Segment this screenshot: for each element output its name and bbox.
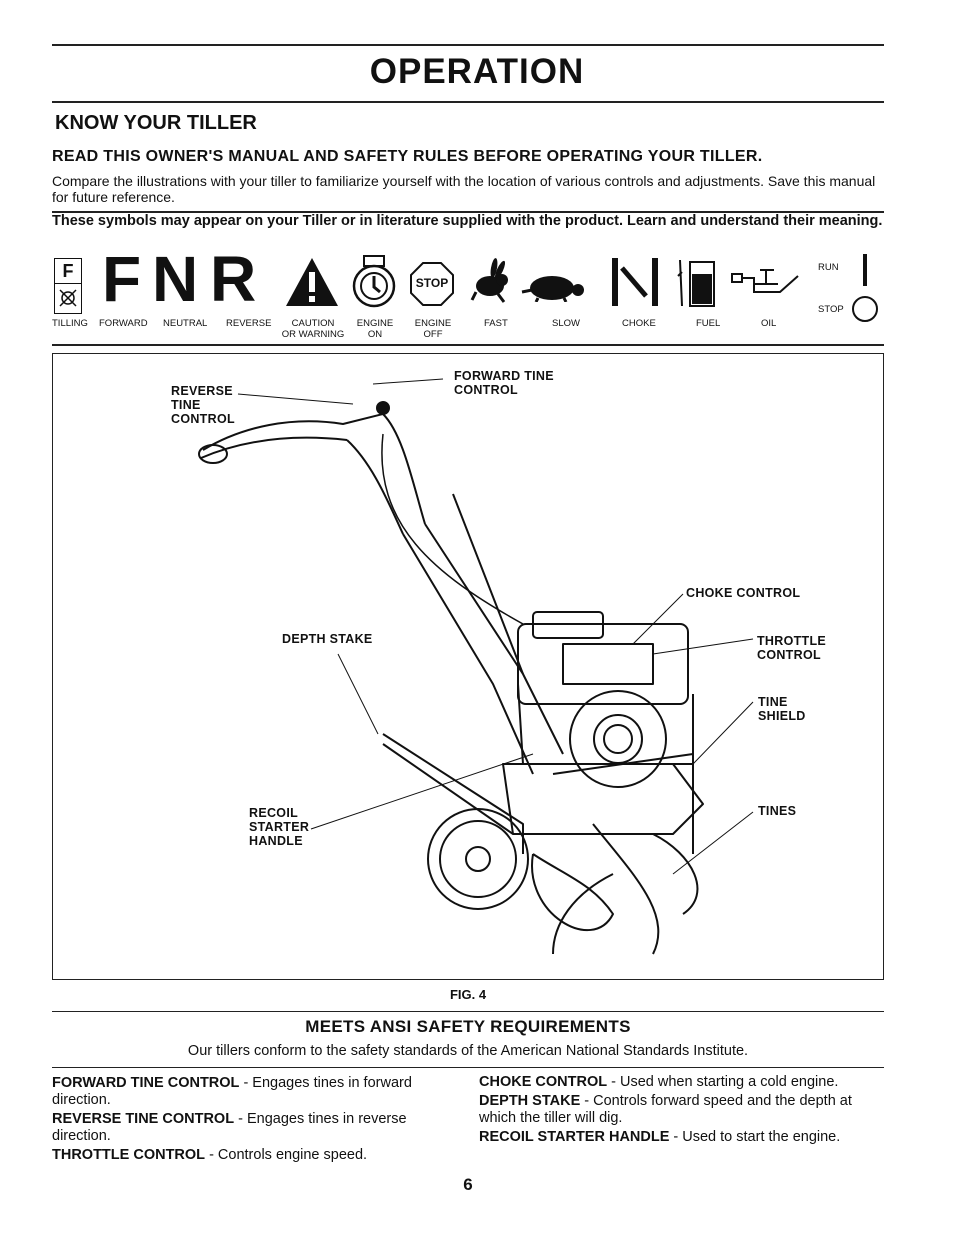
top-rule (52, 44, 884, 46)
callout-depth-stake: DEPTH STAKE (282, 632, 373, 646)
title-rule (52, 101, 884, 103)
callout-recoil-starter-handle: RECOIL STARTER HANDLE (249, 806, 310, 848)
page-title: OPERATION (369, 52, 585, 91)
desc-recoil-starter-handle: RECOIL STARTER HANDLE - Used to start th… (479, 1129, 841, 1145)
subheading: READ THIS OWNER'S MANUAL AND SAFETY RULE… (52, 148, 763, 165)
ansi-top-rule (52, 1011, 884, 1012)
callout-forward-tine-control: FORWARD TINE CONTROL (454, 369, 554, 397)
tiller-figure: REVERSE TINE CONTROL FORWARD TINE CONTRO… (52, 353, 884, 980)
ansi-heading: MEETS ANSI SAFETY REQUIREMENTS (305, 1017, 631, 1036)
forward-letter-icon: F (102, 243, 142, 315)
turtle-slow-icon (521, 276, 584, 302)
desc-depth-stake: DEPTH STAKE - Controls forward speed and… (479, 1093, 852, 1126)
caution-icon (286, 258, 338, 306)
label-fuel: FUEL (696, 318, 721, 329)
oil-can-icon (731, 269, 799, 293)
label-slow: SLOW (552, 318, 580, 329)
desc-reverse-tine-control: REVERSE TINE CONTROL - Engages tines in … (52, 1111, 407, 1144)
engine-on-icon (352, 255, 396, 308)
desc-column-right: CHOKE CONTROL - Used when starting a col… (479, 1074, 887, 1146)
label-engine-on: ENGINE ON (356, 318, 394, 340)
tilling-letter: F (55, 259, 81, 284)
desc-column-left: FORWARD TINE CONTROL - Engages tines in … (52, 1075, 452, 1164)
stop-sign-label: STOP (415, 276, 449, 290)
engine-off-icon: STOP (410, 262, 454, 306)
symbols-rule (52, 344, 884, 346)
callout-reverse-tine-control: REVERSE TINE CONTROL (171, 384, 235, 426)
page-number: 6 (463, 1175, 473, 1194)
label-fast: FAST (484, 318, 508, 329)
stop-label: STOP (818, 304, 844, 315)
label-neutral: NEUTRAL (163, 318, 208, 329)
stop-circle-icon (852, 296, 878, 322)
neutral-letter-icon: N (152, 243, 199, 315)
label-forward: FORWARD (99, 318, 148, 329)
ansi-bottom-rule (52, 1067, 884, 1068)
label-caution: CAUTION OR WARNING (281, 318, 345, 340)
symbols-note: These symbols may appear on your Tiller … (52, 213, 883, 229)
tiller-illustration (198, 378, 754, 955)
symbols-row: F F N R STOP (0, 243, 954, 343)
fuel-icon (677, 259, 715, 307)
desc-choke-control: CHOKE CONTROL - Used when starting a col… (479, 1074, 839, 1090)
rabbit-fast-icon (470, 258, 508, 303)
tilling-icon: F (54, 258, 82, 314)
callout-tine-shield: TINE SHIELD (758, 695, 806, 723)
label-choke: CHOKE (622, 318, 656, 329)
desc-throttle-control: THROTTLE CONTROL - Controls engine speed… (52, 1147, 368, 1163)
choke-icon (612, 258, 658, 306)
callout-choke-control: CHOKE CONTROL (686, 586, 801, 600)
label-oil: OIL (761, 318, 777, 329)
figure-caption: FIG. 4 (449, 987, 487, 1002)
desc-forward-tine-control: FORWARD TINE CONTROL - Engages tines in … (52, 1075, 412, 1108)
intro-text: Compare the illustrations with your till… (52, 173, 876, 205)
label-engine-off: ENGINE OFF (414, 318, 452, 340)
ansi-text: Our tillers conform to the safety standa… (187, 1043, 749, 1059)
reverse-letter-icon: R (210, 243, 257, 315)
tines-glyph-icon (59, 289, 77, 307)
run-icon (863, 254, 867, 286)
callout-throttle-control: THROTTLE CONTROL (757, 634, 827, 662)
intro-rule (52, 211, 884, 213)
run-label: RUN (818, 262, 839, 273)
label-tilling: TILLING (52, 318, 88, 329)
label-reverse: REVERSE (226, 318, 272, 329)
callout-tines: TINES (758, 804, 797, 818)
section-heading: KNOW YOUR TILLER (55, 112, 257, 134)
